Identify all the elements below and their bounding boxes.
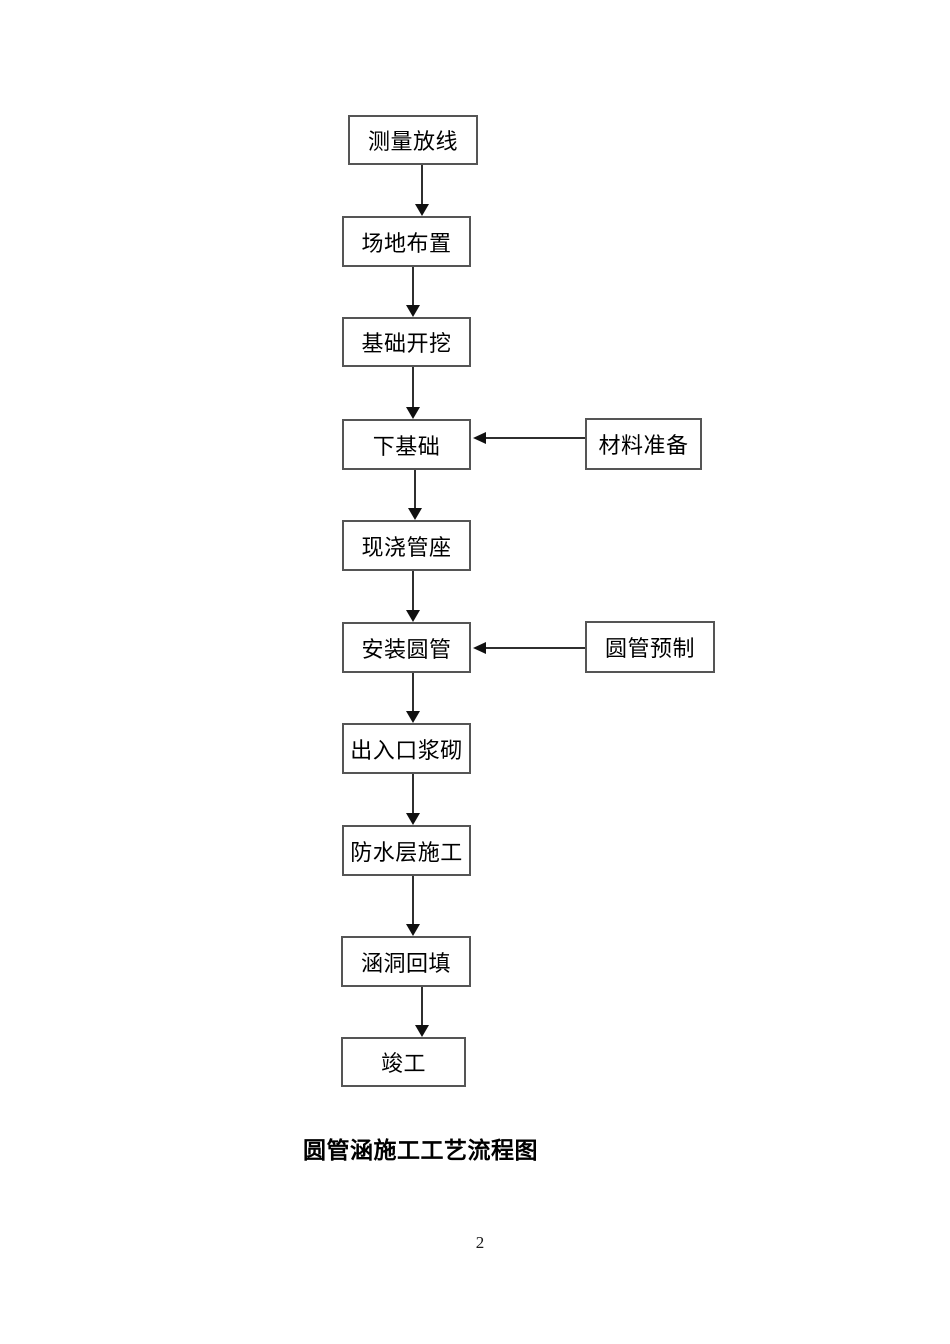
step-install-circular-pipe: 安装圆管 bbox=[342, 622, 471, 673]
step-cast-in-place-pipe-seat: 现浇管座 bbox=[342, 520, 471, 571]
arrow-line-install-to-masonry bbox=[412, 673, 414, 712]
arrow-line-backfill-to-completion bbox=[421, 987, 423, 1026]
step-waterproof-layer: 防水层施工 bbox=[342, 825, 471, 876]
step-completion: 竣工 bbox=[341, 1037, 466, 1087]
step-foundation-excavation: 基础开挖 bbox=[342, 317, 471, 367]
diagram-title: 圆管涵施工工艺流程图 bbox=[303, 1138, 538, 1163]
arrow-head-foundation-to-pipeseat bbox=[408, 508, 422, 520]
arrow-head-material-to-foundation bbox=[473, 432, 486, 444]
step-culvert-backfill: 涵洞回填 bbox=[341, 936, 471, 987]
arrow-line-pipeseat-to-install bbox=[412, 571, 414, 611]
arrow-line-waterproof-to-backfill bbox=[412, 876, 414, 925]
arrow-head-survey-to-site bbox=[415, 204, 429, 216]
arrow-head-site-to-excavation bbox=[406, 305, 420, 317]
page-number: 2 bbox=[475, 1233, 485, 1252]
step-site-arrangement: 场地布置 bbox=[342, 216, 471, 267]
arrow-line-masonry-to-waterproof bbox=[412, 774, 414, 814]
input-material-preparation: 材料准备 bbox=[585, 418, 702, 470]
input-pipe-prefabrication: 圆管预制 bbox=[585, 621, 715, 673]
arrow-head-prefab-to-install bbox=[473, 642, 486, 654]
arrow-head-pipeseat-to-install bbox=[406, 610, 420, 622]
arrow-head-excavation-to-foundation bbox=[406, 407, 420, 419]
arrow-line-survey-to-site bbox=[421, 165, 423, 205]
arrow-head-masonry-to-waterproof bbox=[406, 813, 420, 825]
arrow-head-install-to-masonry bbox=[406, 711, 420, 723]
arrow-line-foundation-to-pipeseat bbox=[414, 470, 416, 509]
arrow-line-site-to-excavation bbox=[412, 267, 414, 306]
step-inlet-outlet-masonry: 出入口浆砌 bbox=[342, 723, 471, 774]
arrow-head-waterproof-to-backfill bbox=[406, 924, 420, 936]
arrow-head-backfill-to-completion bbox=[415, 1025, 429, 1037]
arrow-line-excavation-to-foundation bbox=[412, 367, 414, 408]
arrow-line-material-to-foundation bbox=[486, 437, 585, 439]
arrow-line-prefab-to-install bbox=[486, 647, 585, 649]
step-survey-layout: 测量放线 bbox=[348, 115, 478, 165]
step-lower-foundation: 下基础 bbox=[342, 419, 471, 470]
